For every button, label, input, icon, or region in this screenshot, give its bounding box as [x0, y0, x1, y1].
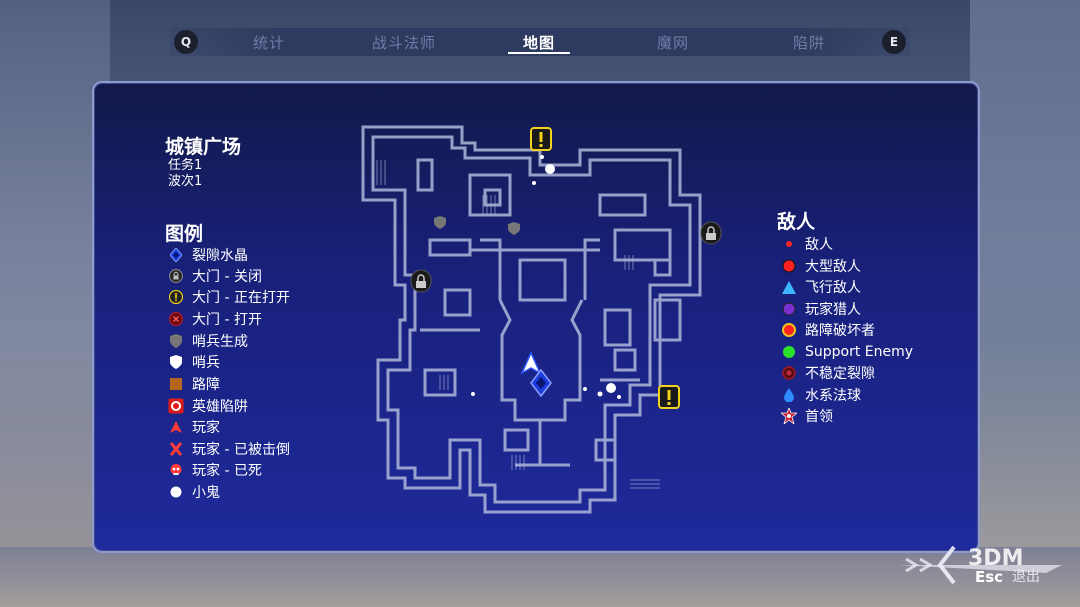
tab-battlemage[interactable]: 战斗法师: [372, 34, 437, 52]
enemies-title: 敌人: [777, 211, 816, 233]
unstable-rift-icon: [781, 365, 797, 381]
wave-label: 波次1: [168, 174, 203, 189]
player-downed-icon: [168, 441, 184, 457]
support-enemy-icon: [781, 344, 797, 360]
map-panel: [92, 81, 980, 553]
active-tab-indicator: [508, 52, 570, 54]
legend-item-player: 玩家: [168, 417, 220, 437]
imp-marker: [617, 395, 621, 399]
enemy-item-hunter: 玩家猎人: [781, 299, 861, 319]
imp-marker: [583, 387, 587, 391]
sentry-spawn-marker: [508, 222, 520, 235]
water-orb-icon: [781, 387, 797, 403]
next-tab-key[interactable]: E: [882, 30, 906, 54]
player-dead-icon: [168, 462, 184, 478]
legend-item-rift-crystal: 裂隙水晶: [168, 245, 248, 265]
sentry-spawn-marker: [434, 216, 446, 229]
enemy-item-unstable-rift: 不稳定裂隙: [781, 363, 875, 383]
gate-opening-marker-top[interactable]: [530, 127, 552, 151]
tab-stats[interactable]: 统计: [253, 34, 286, 52]
boss-icon: [781, 408, 797, 424]
enemy-item-barricade-breaker: 路障破坏者: [781, 320, 875, 340]
enemy-item-support: Support Enemy: [781, 342, 913, 362]
legend-item-hero-trap: 英雄陷阱: [168, 396, 248, 416]
rift-crystal-icon: [168, 247, 184, 263]
enemy-item-large: 大型敌人: [781, 256, 861, 276]
imp-marker: [545, 164, 555, 174]
tab-manaweb[interactable]: 魔网: [657, 34, 690, 52]
enemy-item-enemy: 敌人: [781, 234, 833, 254]
legend-title: 图例: [165, 223, 204, 245]
back-arrow-icon: [898, 545, 1062, 585]
gate-closed-marker-right[interactable]: [700, 221, 722, 245]
enemy-item-flying: 飞行敌人: [781, 277, 861, 297]
exit-button[interactable]: 退出: [1012, 569, 1040, 585]
large-enemy-icon: [781, 258, 797, 274]
background-left: [0, 0, 110, 607]
player-hunter-icon: [781, 301, 797, 317]
enemy-item-water-orb: 水系法球: [781, 385, 861, 405]
background-bottom: [0, 547, 1080, 607]
player-icon: [168, 419, 184, 435]
gate-opening-marker-right[interactable]: [658, 385, 680, 409]
barricade-icon: [168, 376, 184, 392]
legend-item-gate-open: 大门 - 打开: [168, 309, 262, 329]
tab-traps[interactable]: 陷阱: [793, 34, 826, 52]
legend-item-player-dead: 玩家 - 已死: [168, 460, 262, 480]
barricade-breaker-icon: [781, 322, 797, 338]
prev-tab-key[interactable]: Q: [174, 30, 198, 54]
hero-trap-icon: [168, 398, 184, 414]
mission-label: 任务1: [168, 158, 203, 173]
legend-item-player-downed: 玩家 - 已被击倒: [168, 439, 290, 459]
legend-item-barricade: 路障: [168, 374, 220, 394]
watermark-logo: 3DM: [968, 546, 1024, 571]
enemy-dot-icon: [781, 236, 797, 252]
background-right: [970, 0, 1080, 607]
imp-marker: [471, 392, 475, 396]
gate-closed-icon: [168, 268, 184, 284]
flying-enemy-icon: [781, 279, 797, 295]
gate-open-icon: [168, 311, 184, 327]
sentry-icon: [168, 354, 184, 370]
rift-crystal-marker: [530, 368, 552, 398]
legend-item-gate-closed: 大门 - 关闭: [168, 266, 262, 286]
imp-marker: [597, 391, 603, 397]
tab-bar: [170, 28, 910, 56]
enemy-item-boss: 首领: [781, 406, 833, 426]
legend-item-sentry: 哨兵: [168, 352, 220, 372]
imp-icon: [168, 484, 184, 500]
imp-marker: [532, 181, 536, 185]
gate-opening-icon: [168, 289, 184, 305]
imp-marker: [540, 155, 544, 159]
gate-closed-marker-left[interactable]: [410, 269, 432, 293]
player-marker: [520, 351, 542, 375]
tab-map[interactable]: 地图: [523, 34, 556, 52]
level-map[interactable]: [355, 120, 725, 525]
imp-marker: [606, 383, 616, 393]
location-name: 城镇广场: [165, 136, 242, 158]
legend-item-sentry-spawn: 哨兵生成: [168, 331, 248, 351]
legend-item-gate-opening: 大门 - 正在打开: [168, 287, 290, 307]
legend-item-imp: 小鬼: [168, 482, 220, 502]
sentry-spawn-icon: [168, 333, 184, 349]
esc-key-hint[interactable]: Esc: [975, 568, 1004, 586]
